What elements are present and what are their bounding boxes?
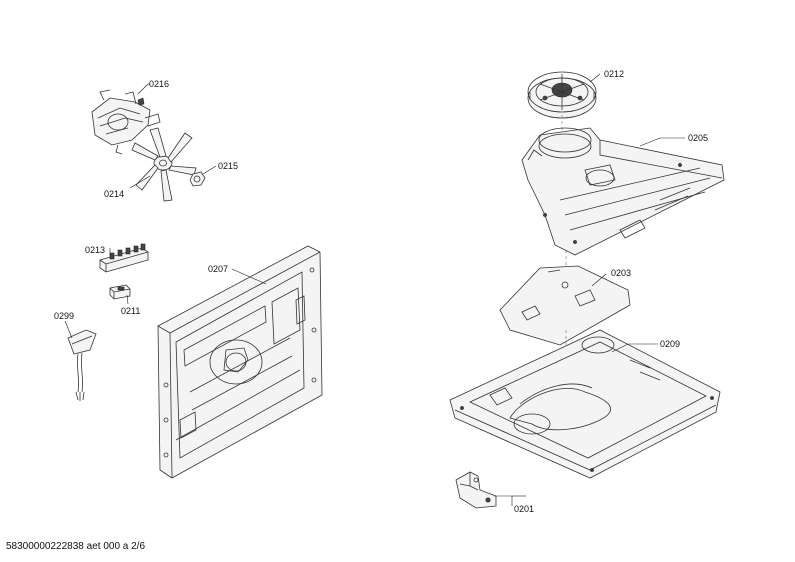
label-0207: 0207	[208, 264, 228, 274]
insulation-plate-drawing	[499, 265, 631, 346]
label-0214: 0214	[104, 189, 124, 199]
fan-wheel-drawing	[131, 127, 197, 202]
base-frame-drawing	[449, 329, 721, 479]
nut-drawing	[189, 171, 206, 187]
label-0299: 0299	[54, 311, 74, 321]
document-reference: 58300000222838 aet 000 a 2/6	[6, 541, 146, 552]
connector-drawing	[109, 284, 131, 300]
label-0205: 0205	[688, 133, 708, 143]
label-0212: 0212	[604, 69, 624, 79]
label-0211: 0211	[121, 306, 140, 316]
label-0213: 0213	[85, 245, 105, 255]
mains-cable-drawing	[67, 329, 97, 401]
fan-housing-drawing	[521, 127, 725, 256]
fan-motor-drawing	[91, 89, 161, 155]
label-0203: 0203	[611, 268, 631, 278]
label-0215: 0215	[218, 161, 238, 171]
terminal-block-drawing	[99, 243, 149, 273]
label-0216: 0216	[149, 79, 169, 89]
rear-panel-drawing	[157, 245, 323, 479]
label-0209: 0209	[660, 339, 680, 349]
label-0201: 0201	[514, 504, 534, 514]
cooling-fan-drawing	[527, 71, 597, 119]
bracket-drawing	[455, 471, 497, 509]
